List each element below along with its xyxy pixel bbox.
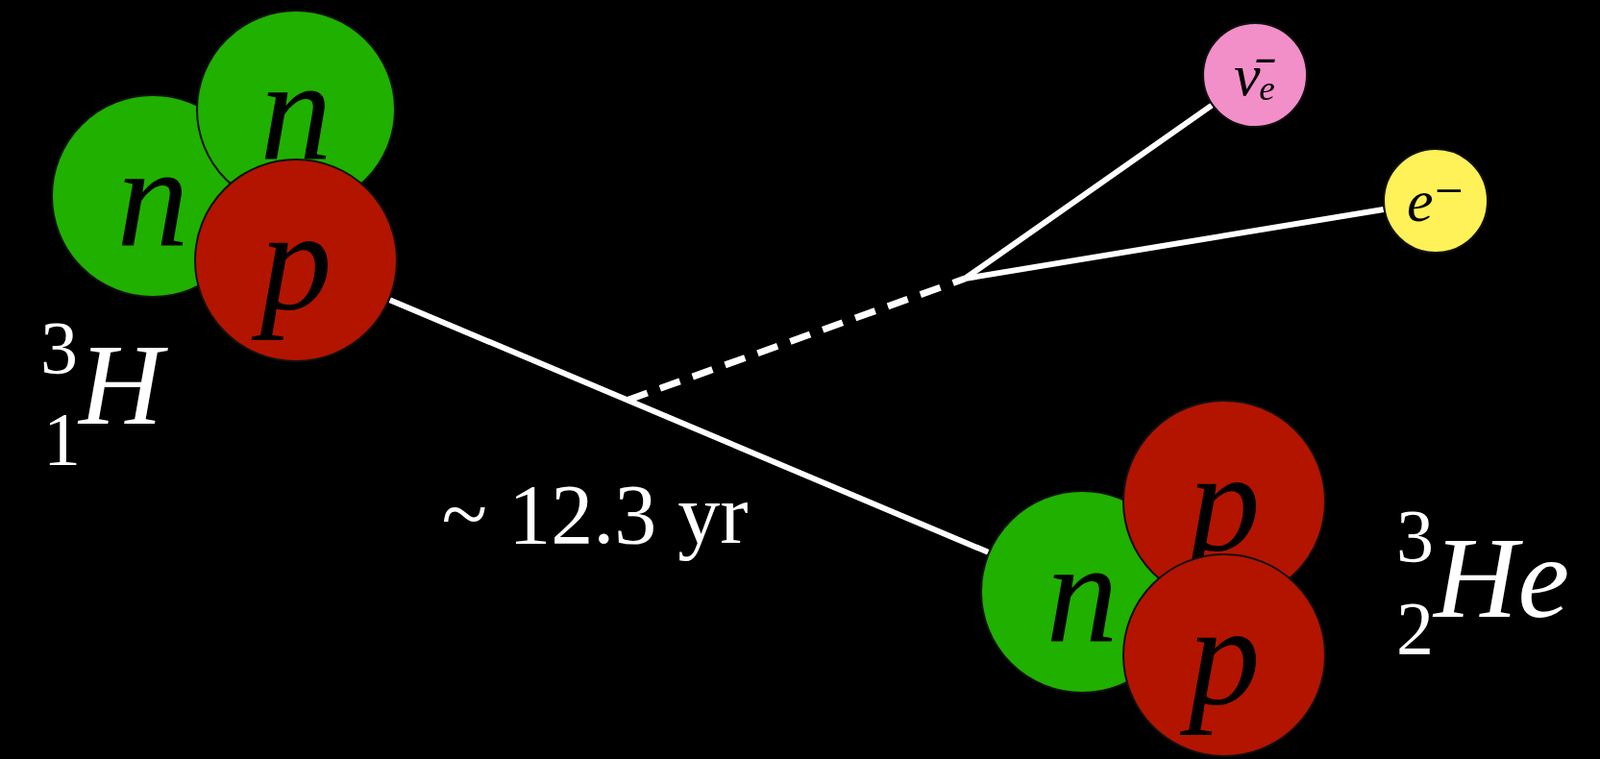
- element-symbol: He: [1433, 519, 1570, 637]
- lepton-line: [964, 209, 1384, 279]
- particle-symbol: n: [1046, 519, 1119, 665]
- particle-symbol: p: [1188, 429, 1261, 574]
- atomic-number: 1: [43, 401, 81, 477]
- antineutrino-circle: ν̄ₑ: [1202, 22, 1308, 128]
- lepton-line: [964, 105, 1212, 279]
- particle-symbol: p: [260, 188, 333, 333]
- w-boson-line: [627, 278, 965, 401]
- proton-circle: p: [1122, 553, 1327, 758]
- atomic-number: 2: [1396, 590, 1434, 666]
- particle-symbol: n: [117, 123, 190, 269]
- proton-circle: p: [194, 158, 398, 363]
- mass-number: 3: [40, 310, 78, 386]
- half-life-label: ~ 12.3 yr: [442, 472, 749, 558]
- electron-circle: e⁻: [1382, 147, 1489, 254]
- mass-number: 3: [1396, 498, 1434, 574]
- element-symbol: H: [78, 326, 163, 444]
- particle-symbol: p: [1188, 583, 1261, 728]
- particle-symbol: ν̄ₑ: [1233, 45, 1277, 105]
- particle-symbol: e⁻: [1406, 171, 1465, 231]
